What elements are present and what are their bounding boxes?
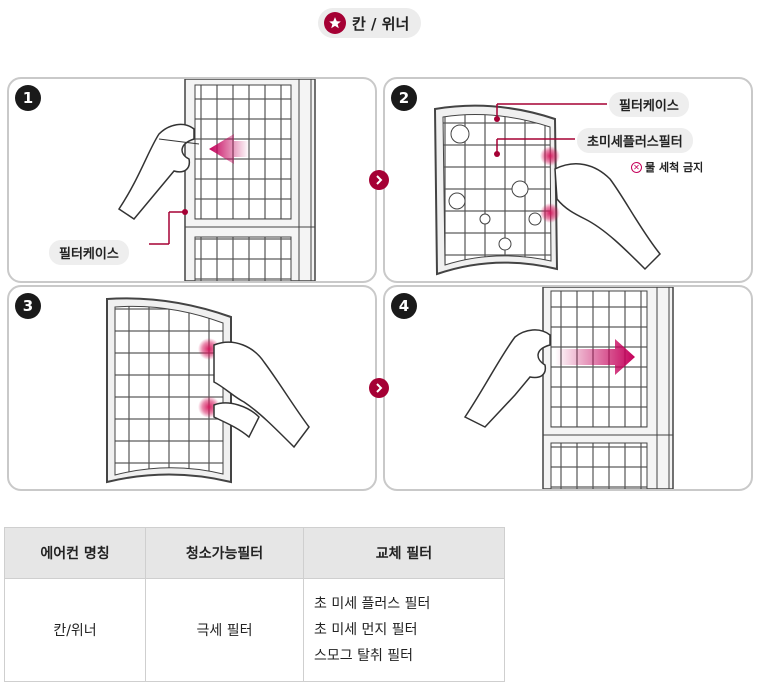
- replacement-filter-item: 초 미세 플러스 필터: [314, 596, 431, 612]
- step-4-panel: 4: [383, 285, 753, 491]
- header-replacement-filter: 교체 필터: [303, 527, 505, 579]
- step-3-panel: 3: [7, 285, 377, 491]
- step-2-illustration: [433, 103, 662, 276]
- next-step-arrow-icon: [369, 378, 389, 398]
- header-cleanable-filter: 청소가능필터: [145, 527, 304, 579]
- filter-spec-table: 에어컨 명칭 청소가능필터 교체 필터 칸/위너 극세 필터 초 미세 플러스 …: [4, 527, 505, 682]
- step-4-illustration: [463, 287, 674, 489]
- page-title: 칸 / 위너: [352, 14, 410, 33]
- step-number: 1: [15, 85, 41, 111]
- step-1-panel: 1 필터케이스: [7, 77, 377, 283]
- no-wash-warning: ✕ 물 세척 금지: [631, 159, 703, 175]
- ultrafine-filter-label: 초미세플러스필터: [577, 128, 693, 153]
- star-icon: [324, 12, 346, 34]
- ac-name-cell: 칸/위너: [4, 578, 146, 682]
- step-1-illustration: [117, 79, 316, 281]
- step-number: 2: [391, 85, 417, 111]
- replacement-filter-item: 스모그 탈취 필터: [314, 648, 414, 664]
- step-number: 4: [391, 293, 417, 319]
- title-badge: 칸 / 위너: [318, 8, 422, 38]
- replacement-filter-item: 초 미세 먼지 필터: [314, 622, 418, 638]
- replacement-filter-cell: 초 미세 플러스 필터 초 미세 먼지 필터 스모그 탈취 필터: [303, 578, 505, 682]
- step-2-panel: 2 필터케이스 초미세플러스필터 ✕ 물 세척 금지: [383, 77, 753, 283]
- filter-case-label: 필터케이스: [609, 92, 689, 117]
- next-step-arrow-icon: [369, 170, 389, 190]
- table-row: 칸/위너 극세 필터 초 미세 플러스 필터 초 미세 먼지 필터 스모그 탈취…: [4, 578, 505, 682]
- header-ac-name: 에어컨 명칭: [4, 527, 146, 579]
- step-number: 3: [15, 293, 41, 319]
- prohibited-icon: ✕: [631, 161, 642, 173]
- cleanable-filter-cell: 극세 필터: [145, 578, 304, 682]
- step-3-illustration: [106, 297, 310, 484]
- table-header-row: 에어컨 명칭 청소가능필터 교체 필터: [4, 527, 505, 579]
- filter-case-label: 필터케이스: [49, 240, 129, 265]
- no-wash-text: 물 세척 금지: [645, 161, 704, 174]
